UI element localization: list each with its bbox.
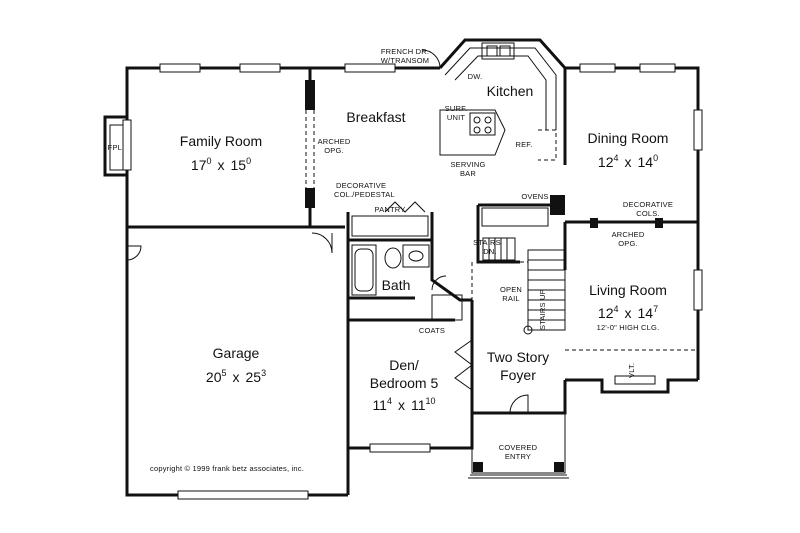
- arched-opening-label-1: ARCHED: [318, 137, 351, 146]
- garage-title: Garage: [213, 345, 260, 361]
- stairs-up-label: STAIRS UP: [538, 289, 547, 330]
- open-rail-label-1: OPEN: [500, 285, 522, 294]
- open-rail-label-2: RAIL: [502, 294, 519, 303]
- plan-details: [109, 42, 698, 479]
- decorative-cols-label-1: DECORATIVE: [623, 200, 673, 209]
- arched-opening-2-label-2: OPG.: [618, 239, 638, 248]
- covered-entry-label-2: ENTRY: [505, 452, 531, 461]
- annotations: FPL. FRENCH DR. W/TRANSOM DW. SURF. UNIT…: [108, 47, 673, 473]
- serving-bar-label-1: SERVING: [450, 160, 485, 169]
- refrigerator-label: REF.: [515, 140, 532, 149]
- copyright-text: copyright © 1999 frank betz associates, …: [150, 464, 304, 473]
- living-room-title: Living Room: [589, 282, 667, 298]
- breakfast-title: Breakfast: [346, 109, 405, 125]
- windows: [122, 63, 703, 500]
- family-room-title: Family Room: [180, 133, 262, 149]
- french-door-label-1: FRENCH DR.: [381, 47, 429, 56]
- doors: [126, 49, 529, 414]
- vaulted-label: VLT.: [627, 363, 636, 378]
- stairs-down-label-1: STAIRS: [473, 238, 501, 247]
- decorative-column-label-2: COL./PEDESTAL: [334, 190, 395, 199]
- den-title-line2: Bedroom 5: [370, 375, 439, 391]
- surface-unit-label-1: SURF.: [445, 104, 468, 113]
- surface-unit-label-2: UNIT: [447, 113, 466, 122]
- foyer-title-line1: Two Story: [487, 349, 549, 365]
- living-room-ceiling-note: 12'-0" HIGH CLG.: [597, 323, 660, 332]
- arched-opening-label-2: OPG.: [324, 146, 344, 155]
- foyer-title-line2: Foyer: [500, 367, 536, 383]
- stairs: [523, 249, 566, 335]
- stairs-down-label-2: DN.: [483, 247, 497, 256]
- kitchen-title: Kitchen: [487, 83, 534, 99]
- ovens-label: OVENS: [521, 192, 548, 201]
- decorative-cols-label-2: COLS.: [636, 209, 660, 218]
- dishwasher-label: DW.: [468, 72, 483, 81]
- french-door-label-2: W/TRANSOM: [381, 56, 429, 65]
- fireplace-label: FPL.: [108, 143, 125, 152]
- decorative-column-label-1: DECORATIVE: [336, 181, 386, 190]
- dining-room-title: Dining Room: [588, 130, 669, 146]
- pantry-label: PANTRY: [375, 205, 406, 214]
- bath-title: Bath: [382, 277, 411, 293]
- den-title-line1: Den/: [389, 357, 419, 373]
- serving-bar-label-2: BAR: [460, 169, 476, 178]
- coats-label: COATS: [419, 326, 445, 335]
- arched-opening-2-label-1: ARCHED: [612, 230, 645, 239]
- covered-entry-label-1: COVERED: [499, 443, 538, 452]
